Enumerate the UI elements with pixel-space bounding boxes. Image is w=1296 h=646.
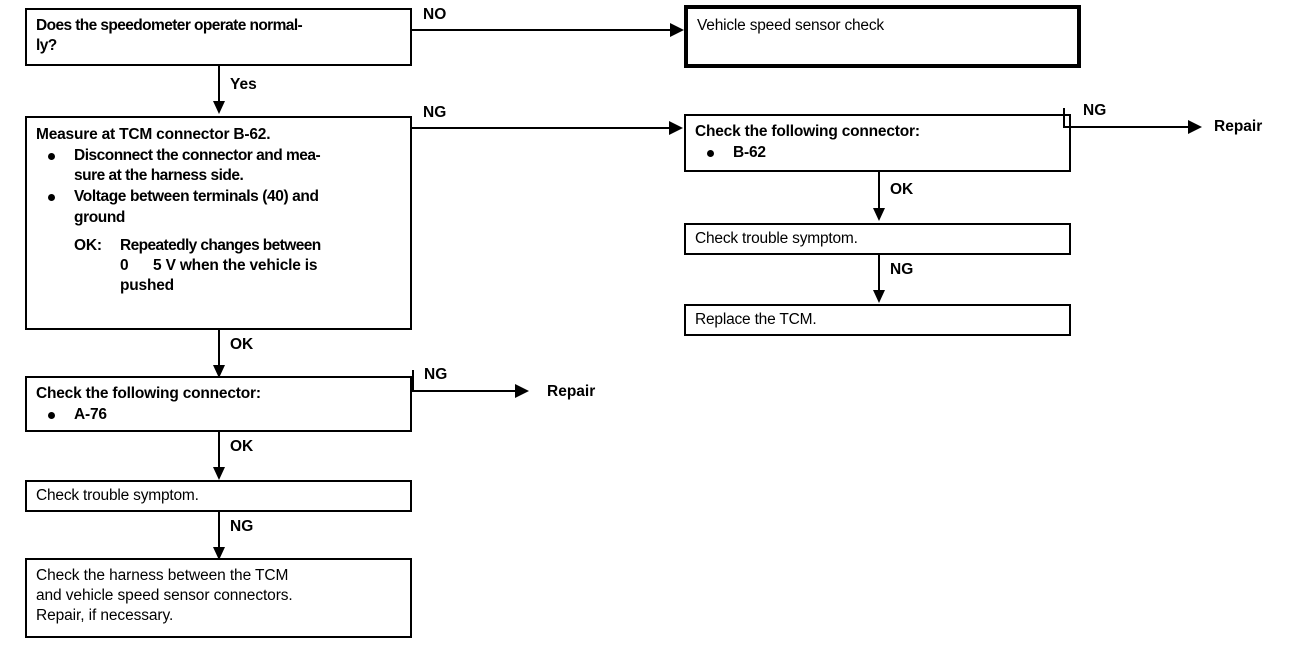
check-connector-right-title: Check the following connector: bbox=[695, 123, 920, 140]
bullet-dot-icon bbox=[48, 194, 55, 202]
edge-label-yes: Yes bbox=[230, 76, 257, 93]
edge-yes-line bbox=[218, 66, 220, 104]
box-check-harness: Check the harness between the TCM and ve… bbox=[25, 558, 412, 638]
edge-ok-right-arrowhead bbox=[873, 208, 885, 221]
check-trouble-symptom-right-text: Check trouble symptom. bbox=[695, 230, 858, 247]
check-harness-text: Check the harness between the TCM and ve… bbox=[36, 567, 293, 625]
check-trouble-symptom-left-text: Check trouble symptom. bbox=[36, 487, 199, 504]
measure-tcm-ok-body: Repeatedly changes between 0 5 V when th… bbox=[74, 236, 402, 296]
edge-ng-right-symptom-line bbox=[878, 255, 880, 293]
edge-ok-left2-line bbox=[218, 432, 220, 470]
terminal-repair-left: Repair bbox=[547, 383, 596, 400]
measure-tcm-bullet-list: Disconnect the connector and mea- sure a… bbox=[36, 146, 402, 228]
edge-ng-left-repair-arrowhead bbox=[515, 384, 529, 398]
edge-ng-right-repair-arrowhead bbox=[1188, 120, 1202, 134]
check-connector-left-bullet-1: A-76 bbox=[36, 405, 402, 425]
edge-yes-arrowhead bbox=[213, 101, 225, 114]
check-connector-left-title: Check the following connector: bbox=[36, 385, 261, 402]
box-check-trouble-symptom-right: Check trouble symptom. bbox=[684, 223, 1071, 255]
edge-ok-left-line bbox=[218, 330, 220, 368]
measure-tcm-ok-line1: Repeatedly changes between bbox=[120, 236, 321, 254]
measure-tcm-bullet-2: Voltage between terminals (40) and groun… bbox=[36, 187, 402, 227]
speedometer-question-text: Does the speedometer operate normal- ly? bbox=[36, 17, 303, 55]
vehicle-speed-sensor-check-text: Vehicle speed sensor check bbox=[697, 17, 884, 34]
edge-no-arrowhead bbox=[670, 23, 684, 37]
replace-tcm-text: Replace the TCM. bbox=[695, 311, 817, 328]
edge-ok-right-line bbox=[878, 172, 880, 212]
edge-ng-right-repair-line bbox=[1063, 126, 1193, 128]
bullet-dot-icon bbox=[48, 153, 55, 161]
edge-label-ng-right-symptom: NG bbox=[890, 261, 914, 278]
edge-label-ng-left-repair: NG bbox=[424, 366, 448, 383]
box-measure-tcm: Measure at TCM connector B-62. Disconnec… bbox=[25, 116, 412, 330]
edge-ng-left-repair-stub bbox=[412, 370, 414, 392]
edge-ng-right-symptom-arrowhead bbox=[873, 290, 885, 303]
box-check-connector-right: Check the following connector: B-62 bbox=[684, 114, 1071, 172]
check-connector-right-bullet-1: B-62 bbox=[695, 143, 1061, 163]
edge-ok-left-arrowhead bbox=[213, 365, 225, 378]
terminal-repair-right: Repair bbox=[1214, 118, 1263, 135]
edge-ng-left-repair-line bbox=[412, 390, 520, 392]
measure-tcm-bullet-2-text: Voltage between terminals (40) and groun… bbox=[74, 188, 319, 226]
edge-ng-measure-arrowhead bbox=[669, 121, 683, 135]
box-speedometer-question: Does the speedometer operate normal- ly? bbox=[25, 8, 412, 66]
check-connector-left-bullet-1-text: A-76 bbox=[74, 406, 107, 424]
measure-tcm-ok-line2: 0 5 V when the vehicle is bbox=[120, 256, 318, 274]
edge-ng-measure-line bbox=[412, 127, 674, 129]
edge-ok-left2-arrowhead bbox=[213, 467, 225, 480]
bullet-dot-icon bbox=[48, 412, 55, 420]
measure-tcm-bullet-1: Disconnect the connector and mea- sure a… bbox=[36, 146, 402, 186]
box-check-connector-left: Check the following connector: A-76 bbox=[25, 376, 412, 432]
edge-label-ng-left-symptom: NG bbox=[230, 518, 254, 535]
box-replace-tcm: Replace the TCM. bbox=[684, 304, 1071, 336]
measure-tcm-title: Measure at TCM connector B-62. bbox=[36, 126, 271, 143]
check-connector-right-bullet-list: B-62 bbox=[695, 143, 1061, 163]
edge-label-no: NO bbox=[423, 6, 447, 23]
measure-tcm-bullet-1-text: Disconnect the connector and mea- sure a… bbox=[74, 147, 321, 185]
box-check-trouble-symptom-left: Check trouble symptom. bbox=[25, 480, 412, 512]
edge-label-ng-measure: NG bbox=[423, 104, 447, 121]
edge-label-ng-right-repair: NG bbox=[1083, 102, 1107, 119]
bullet-dot-icon bbox=[707, 150, 714, 158]
edge-ng-left-symptom-line bbox=[218, 512, 220, 550]
edge-label-ok-left2: OK bbox=[230, 438, 254, 455]
box-vehicle-speed-sensor-check: Vehicle speed sensor check bbox=[684, 5, 1081, 68]
check-connector-left-bullet-list: A-76 bbox=[36, 405, 402, 425]
edge-ng-left-symptom-arrowhead bbox=[213, 547, 225, 560]
edge-label-ok-right: OK bbox=[890, 181, 914, 198]
check-connector-right-bullet-1-text: B-62 bbox=[733, 144, 766, 162]
edge-no-line bbox=[412, 29, 674, 31]
edge-ng-right-repair-stub bbox=[1063, 108, 1065, 128]
edge-label-ok-left: OK bbox=[230, 336, 254, 353]
measure-tcm-ok-label: OK: bbox=[74, 236, 102, 254]
measure-tcm-ok-line3: pushed bbox=[120, 276, 174, 294]
measure-tcm-ok-spec: OK: Repeatedly changes between 0 5 V whe… bbox=[36, 236, 402, 296]
